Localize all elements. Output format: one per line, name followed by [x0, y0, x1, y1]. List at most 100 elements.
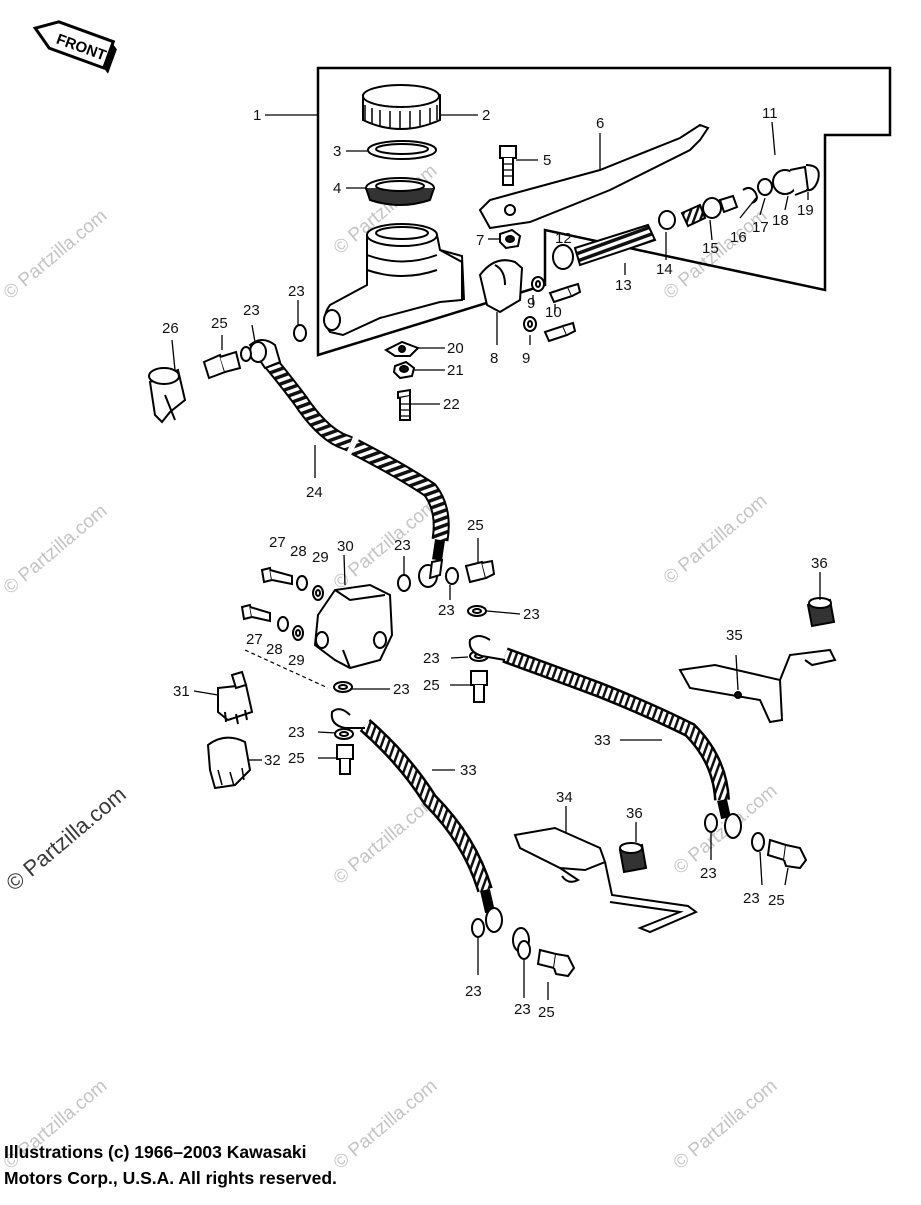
piston-cup: [718, 194, 739, 214]
diaphragm: [365, 177, 435, 206]
callout-numbers: 1 2 3 4 5 6 7 8 9 9 10 11 12 13 14 15 16…: [162, 105, 828, 1021]
callout-5: 5: [543, 152, 551, 169]
callout-21: 21: [447, 362, 464, 379]
callout-23: 23: [243, 302, 260, 319]
callout-29: 29: [312, 549, 329, 566]
callout-9: 9: [527, 295, 535, 312]
callout-4: 4: [333, 180, 341, 197]
callout-23: 23: [523, 606, 540, 623]
brake-lever: [478, 123, 710, 230]
callout-33: 33: [460, 762, 477, 779]
callout-34: 34: [556, 789, 573, 806]
joint-mount-bolt-set: [240, 603, 304, 641]
valve-housing: [789, 165, 810, 196]
alignment-line: [244, 649, 329, 689]
callout-35: 35: [726, 627, 743, 644]
front-direction-tag: FRONT: [32, 20, 117, 74]
hose-bracket-left: [513, 826, 698, 934]
callout-25: 25: [467, 517, 484, 534]
callout-17: 17: [752, 219, 769, 236]
handlebar-clamp: [478, 259, 524, 314]
primary-cup: [702, 197, 722, 219]
watermark: © Partzilla.com: [670, 1075, 782, 1173]
reservoir-cap: [362, 84, 441, 130]
callout-32: 32: [264, 752, 281, 769]
watermark-prominent: © Partzilla.com: [1, 781, 131, 895]
clamp-bolt: [543, 282, 582, 343]
three-way-joint: [313, 583, 394, 670]
callout-25: 25: [423, 677, 440, 694]
pivot-bolt: [499, 145, 517, 186]
callout-23: 23: [514, 1001, 531, 1018]
callout-23: 23: [393, 681, 410, 698]
reservoir-mount-parts: [384, 340, 420, 421]
callout-31: 31: [173, 683, 190, 700]
callout-23: 23: [394, 537, 411, 554]
callout-36: 36: [626, 805, 643, 822]
callout-10: 10: [545, 304, 562, 321]
piston: [680, 203, 707, 228]
callout-33: 33: [594, 732, 611, 749]
callout-1: 1: [253, 107, 261, 124]
callout-27: 27: [246, 631, 263, 648]
hose-bracket-right: [678, 648, 837, 724]
callout-2: 2: [482, 107, 490, 124]
lower-brake-hose-right: [468, 635, 742, 839]
callout-27: 27: [269, 534, 286, 551]
reservoir-plate: [367, 140, 437, 160]
callout-12: 12: [555, 230, 572, 247]
watermark: © Partzilla.com: [660, 490, 772, 588]
callout-16: 16: [730, 229, 747, 246]
dust-boot: [573, 223, 657, 267]
callout-36: 36: [811, 555, 828, 572]
banjo-bolt: [470, 670, 488, 703]
watermark: © Partzilla.com: [330, 1075, 442, 1173]
dust-boot-cap: [552, 244, 574, 270]
callout-19: 19: [797, 202, 814, 219]
callout-30: 30: [337, 538, 354, 555]
callout-7: 7: [476, 232, 484, 249]
copyright-line-1: Illustrations (c) 1966–2003 Kawasaki: [4, 1142, 307, 1162]
leader-lines: [171, 114, 821, 1000]
callout-25: 25: [211, 315, 228, 332]
callout-28: 28: [266, 641, 283, 658]
hose-grommet: [618, 842, 648, 874]
sealing-washer: [471, 813, 765, 960]
callout-23: 23: [465, 983, 482, 1000]
callout-23: 23: [700, 865, 717, 882]
brake-light-switch: [217, 670, 254, 725]
callout-25: 25: [768, 892, 785, 909]
lever-nut: [499, 228, 522, 250]
callout-25: 25: [288, 750, 305, 767]
banjo-bolt: [536, 948, 576, 978]
callout-23: 23: [743, 890, 760, 907]
return-spring: [742, 186, 758, 204]
master-cylinder-group-outline: [316, 66, 892, 357]
callout-23: 23: [288, 724, 305, 741]
switch-cover: [206, 736, 252, 790]
callout-29: 29: [288, 652, 305, 669]
callout-14: 14: [656, 261, 673, 278]
sealing-washer: [293, 324, 307, 342]
piston-assembly: [552, 164, 820, 270]
spring-seat: [757, 178, 773, 196]
banjo-bolt: [202, 346, 252, 380]
callout-18: 18: [772, 212, 789, 229]
callout-20: 20: [447, 340, 464, 357]
hose-grommet: [806, 597, 836, 628]
callout-25: 25: [538, 1004, 555, 1021]
callout-28: 28: [290, 543, 307, 560]
clamp-washer: [523, 276, 545, 332]
callout-15: 15: [702, 240, 719, 257]
master-cylinder-body: [323, 223, 465, 337]
callout-23: 23: [288, 283, 305, 300]
callout-11: 11: [762, 105, 778, 122]
callout-23: 23: [423, 650, 440, 667]
joint-mount-bolt-set: [260, 566, 324, 601]
watermark: © Partzilla.com: [0, 500, 111, 598]
callout-6: 6: [596, 115, 604, 132]
banjo-bolt-cap: [148, 367, 187, 424]
banjo-bolt: [766, 838, 808, 870]
banjo-bolt: [336, 744, 354, 775]
